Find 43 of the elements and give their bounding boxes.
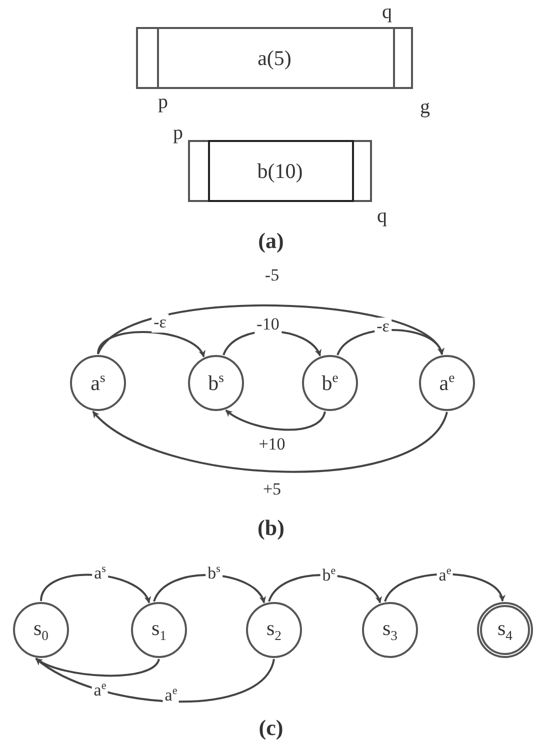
interval-label: b(10) — [257, 158, 303, 184]
state-label: s$_{4}$ — [497, 616, 512, 644]
interval-box — [188, 140, 372, 202]
state-label: a$^{e}$ — [439, 370, 455, 396]
point-label: q — [382, 2, 392, 22]
point-label: g — [420, 97, 430, 117]
point-label: p — [158, 92, 168, 112]
state-circle — [302, 355, 358, 411]
state-label: b$^{s}$ — [208, 370, 224, 396]
state-label: s$_{0}$ — [33, 616, 48, 644]
state-circle — [362, 602, 418, 658]
interval-label: a(5) — [258, 46, 292, 70]
point-label: q — [377, 206, 387, 226]
transition-arrow — [268, 574, 381, 604]
transition-arrow — [35, 658, 275, 703]
edge-label: -ε — [152, 314, 168, 332]
transition-arrow — [336, 328, 443, 356]
state-circle — [419, 355, 475, 411]
state-label: s$_{2}$ — [266, 616, 282, 644]
panel-caption: (a) — [258, 230, 284, 252]
transition-arrow — [40, 574, 150, 604]
state-label: b$^{e}$ — [322, 370, 338, 396]
state-label: s$_{3}$ — [382, 616, 398, 644]
panel-caption: (b) — [258, 517, 284, 539]
state-label: a$^{s}$ — [90, 370, 106, 396]
state-circle — [246, 602, 302, 658]
edge-label: -10 — [254, 316, 282, 334]
transition-arrow — [97, 331, 205, 358]
point-label: p — [173, 123, 183, 143]
state-label: s$_{1}$ — [151, 616, 166, 644]
final-state-circle — [477, 602, 533, 658]
state-circle — [70, 355, 126, 411]
state-circle — [188, 355, 244, 411]
transition-arrow — [384, 573, 504, 602]
transition-arrow — [225, 409, 326, 431]
transition-arrow — [97, 304, 443, 356]
transition-arrow — [153, 574, 265, 604]
panel-caption: (c) — [258, 717, 284, 739]
state-circle — [131, 602, 187, 658]
transition-arrow — [92, 410, 448, 473]
transition-arrow — [35, 658, 160, 677]
state-circle — [13, 602, 69, 658]
interval-box — [136, 27, 413, 89]
